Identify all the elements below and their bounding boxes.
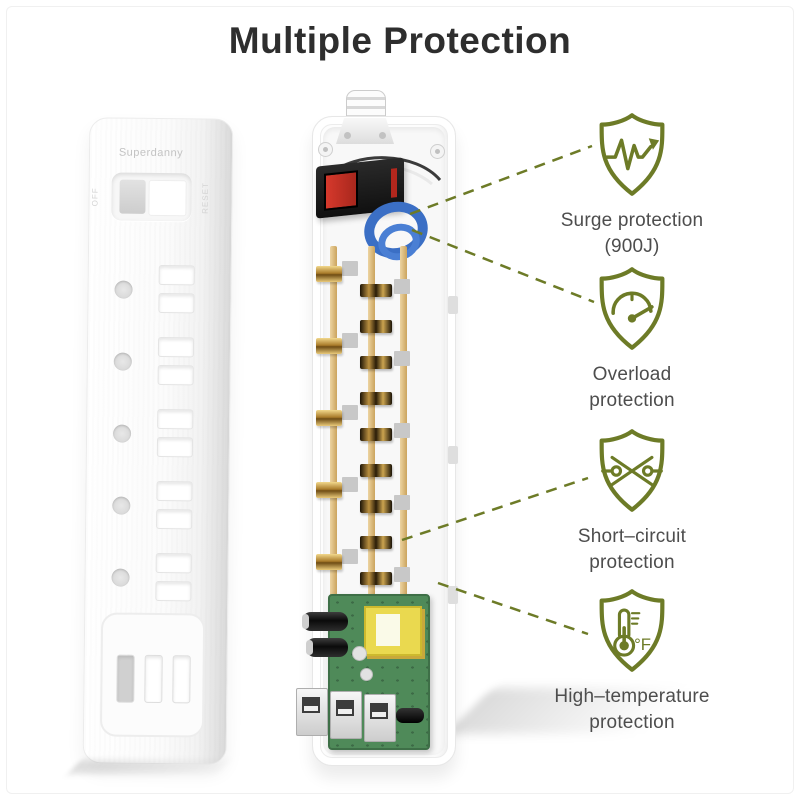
clamp-screw [344,132,351,139]
outlet-slot [157,336,195,358]
usb-port-internal [364,694,396,742]
usb-port-internal [330,691,362,739]
temperature-unit-label: °F [634,635,651,654]
outlet [111,405,200,464]
standoff [342,477,358,492]
clamp-screw [379,132,386,139]
brand-label: Superdanny [118,146,184,160]
power-switch: OFF RESET [90,172,210,222]
power-strip-front: Superdanny OFF RESET [82,117,234,765]
usb-port [172,655,191,704]
outlet-slot [156,480,193,502]
brass-contact [316,410,342,426]
standoff [342,405,358,420]
brass-contact [360,464,392,477]
outlet-slot [157,408,194,430]
outlet [112,333,201,392]
brass-contact [360,320,392,333]
transformer-label [376,614,400,646]
power-strip-internal [296,90,458,766]
brass-contact [316,482,342,498]
brass-contact [316,554,342,570]
outlet-slot [155,552,192,574]
standoff [394,351,410,366]
usb-port-internal [296,688,328,736]
brass-contact [360,284,392,297]
capacitor-top [360,668,373,681]
feature-label-line: Short–circuit [577,526,687,547]
feature-label-line: (900J) [604,236,660,257]
reset-label: RESET [201,182,211,214]
surge-protection-feature: Surge protection (900J) [520,110,744,260]
outlet [110,477,199,536]
standoff [394,423,410,438]
short-circuit-protection-feature: Short–circuit protection [520,426,744,576]
outlet-ground-hole [111,568,130,587]
usb-port [144,654,163,704]
high-temperature-shield-icon: °F [599,589,665,672]
feature-label-line: Overload [592,364,672,385]
brass-contact [360,500,392,513]
brass-contact [360,428,392,441]
strip-shadow [68,760,230,774]
outlet-slot [158,292,195,314]
brass-contact [360,572,392,585]
red-rocker-edge [391,168,397,198]
outlet-slot [158,264,195,286]
outlet-ground-hole [112,496,131,515]
brass-contact [360,392,392,405]
standoff [394,495,410,510]
inductor [396,708,424,723]
outlet-ground-hole [112,424,132,443]
outlet-slot [155,580,192,602]
transformer [364,606,422,656]
standoff [342,333,358,348]
standoff [342,549,358,564]
brass-contact [316,338,342,354]
outlet-slot [156,436,194,458]
overload-protection-feature: Overload protection [520,264,744,414]
capacitor-top [352,646,367,661]
overload-shield-icon [599,267,665,350]
case-clip [448,296,458,314]
page-title: Multiple Protection [228,20,572,61]
short-circuit-shield-icon [599,429,665,512]
outlet-slot [157,364,194,386]
surge-shield-icon [599,113,665,196]
switch-rocker-face [148,179,187,217]
copper-bus-bar [368,246,375,604]
usb-panel [99,612,206,738]
feature-label-line: protection [589,390,675,411]
standoff [394,567,410,582]
brass-contact [316,266,342,282]
red-rocker [324,170,358,211]
outlet [109,549,198,608]
feature-label-line: protection [589,552,675,573]
switch-rocker [119,179,146,214]
case-clip [448,586,458,604]
outlet-ground-hole [113,352,132,371]
outlet-slot [156,508,193,530]
capacitor [306,638,348,657]
brass-contact [360,356,392,369]
outlet [112,261,201,320]
outlet-ground-hole [114,280,133,299]
usb-port [116,654,135,703]
case-clip [448,446,458,464]
capacitor [302,612,348,631]
screw-post [318,142,333,157]
brass-contact [360,536,392,549]
standoff [342,261,358,276]
feature-label-line: Surge protection [560,210,704,231]
feature-label-line: High–temperature [554,686,710,707]
standoff [394,279,410,294]
screw-post [430,144,445,159]
cord-clamp [336,118,394,144]
high-temperature-protection-feature: °F High–temperature protection [520,586,744,736]
off-label: OFF [90,187,100,207]
feature-label-line: protection [589,712,675,733]
